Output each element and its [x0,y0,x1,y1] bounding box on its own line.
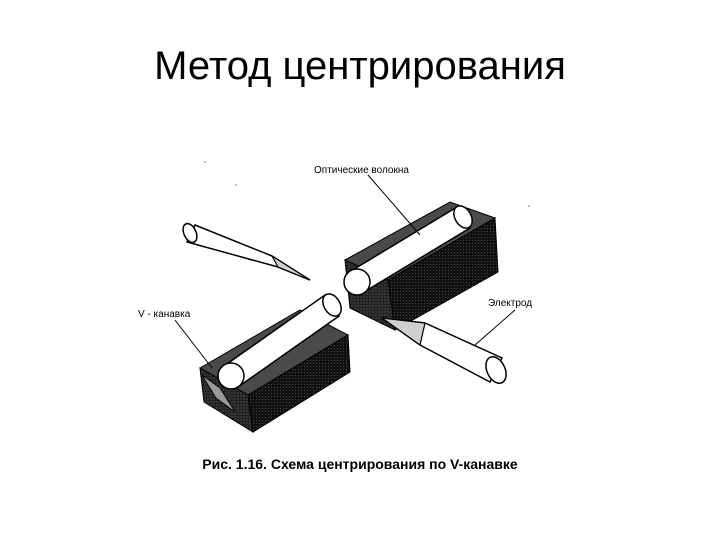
label-optical-fibers: Оптические волокна [314,165,409,176]
label-v-groove: V - канавка [138,309,191,320]
v-groove-leader-line [174,319,213,369]
electrode-leader-line [474,309,516,346]
electrode-lower-right [381,317,507,384]
figure-caption: Рис. 1.16. Схема центрирования по V-кана… [202,456,518,472]
slide-title: Метод центрирования [154,44,566,88]
optical-fiber-right [343,205,473,296]
electrode-upper-left [182,222,311,281]
fibers-leader-line [367,174,421,236]
v-groove-diagram: Оптические волокна Электрод V - канавка [120,140,580,440]
label-electrode: Электрод [488,298,533,309]
diagram-drawing [174,161,530,433]
optical-fiber-left [217,293,342,390]
